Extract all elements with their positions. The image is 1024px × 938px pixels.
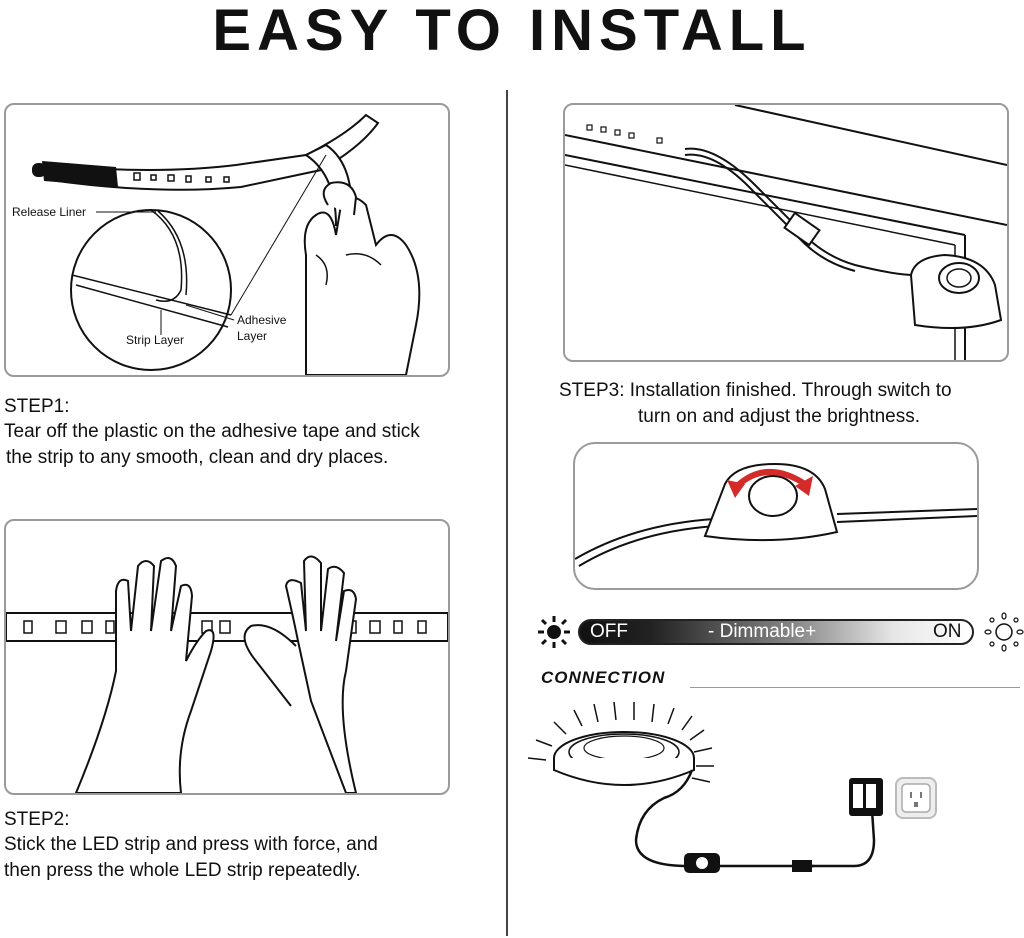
connection-diagram: [527, 701, 937, 873]
step3-heading: STEP3:: [559, 380, 625, 401]
step2-illustration: [4, 519, 450, 795]
step2-heading: STEP2:: [4, 809, 70, 830]
sun-dark-icon: [538, 616, 570, 648]
installed-strip-drawing: [565, 105, 1007, 360]
step2-text-line2: then press the whole LED strip repeatedl…: [4, 860, 361, 881]
step3-text-line1: STEP3: Installation finished. Through sw…: [559, 378, 1019, 404]
dimmer-switch-illustration: [573, 442, 979, 590]
dimmer-drawing: [575, 462, 977, 567]
step1-text-line1: Tear off the plastic on the adhesive tap…: [4, 421, 420, 442]
label-adhesive-line2: Layer: [237, 329, 268, 343]
connection-rule: [690, 687, 1020, 688]
step1-illustration: Release Liner Strip Layer Adhesive Layer: [4, 103, 450, 377]
step2-text-line1: Stick the LED strip and press with force…: [4, 834, 378, 855]
brightness-bar: [578, 619, 974, 645]
brightness-on-label: ON: [933, 621, 962, 642]
step3-illustration: [563, 103, 1009, 362]
step1-heading: STEP1:: [4, 396, 70, 417]
peel-strip-drawing: [32, 113, 421, 375]
column-divider: [506, 90, 508, 936]
press-strip-drawing: [6, 555, 448, 793]
step3-text-line2: turn on and adjust the brightness.: [638, 406, 921, 427]
step3-line1: Installation finished. Through switch to: [629, 380, 952, 401]
glow-rays: [527, 701, 714, 783]
step1-text-line2: the strip to any smooth, clean and dry p…: [6, 447, 389, 468]
label-strip-layer: Strip Layer: [126, 333, 185, 347]
brightness-off-label: OFF: [590, 621, 628, 642]
label-adhesive-line1: Adhesive: [237, 313, 287, 327]
sun-light-icon: [984, 612, 1024, 652]
page-title: EASY TO INSTALL: [212, 0, 812, 63]
brightness-dimmable-label: - Dimmable+: [708, 621, 817, 642]
connection-heading: CONNECTION: [541, 668, 666, 687]
label-release-liner: Release Liner: [12, 205, 87, 219]
